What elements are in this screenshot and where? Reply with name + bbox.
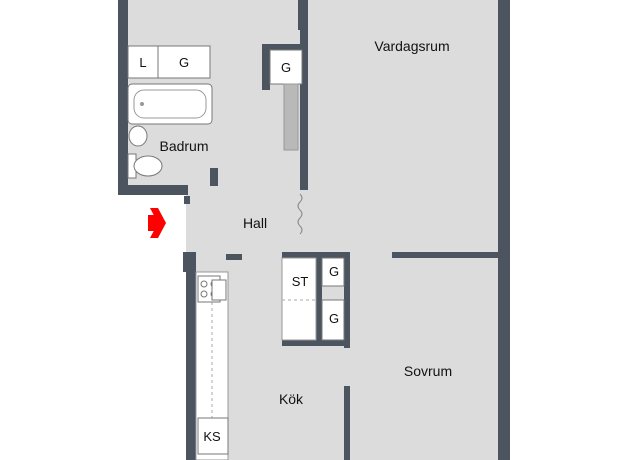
hall-closet-wall-top [262, 44, 302, 50]
kitchen-left-wall [186, 252, 196, 460]
bathroom-bottom-wall [118, 185, 188, 195]
hall-closet-wall-left [262, 44, 270, 90]
closet-lower [321, 299, 345, 341]
bath-closet [157, 45, 211, 79]
living-room-left-wall [300, 0, 308, 190]
radiator [283, 83, 299, 151]
fixture-label-closet-upper: G [329, 264, 339, 279]
stove-burner [200, 290, 208, 298]
fixture-label-storage: ST [292, 274, 309, 289]
stove-burner [200, 280, 208, 288]
room-label-kok: Kök [279, 391, 304, 407]
room-label-sovrum: Sovrum [404, 363, 452, 379]
hall-bottom-wall-left [226, 254, 242, 260]
hall-bottom-wall-mid [282, 252, 350, 258]
closet-back-wall [344, 258, 350, 348]
hall-closet [269, 49, 303, 85]
living-room-floor [304, 0, 500, 252]
room-label-hall: Hall [243, 215, 267, 231]
fixture-label-fridge-freezer: KS [203, 429, 221, 444]
bathtub-drain [140, 102, 144, 106]
bathroom-fixtures [127, 45, 213, 179]
sink [211, 279, 227, 301]
closet-bottom-wall [282, 340, 350, 346]
kitchen-left-wall-stub [183, 252, 189, 272]
bathroom-left-wall [118, 0, 128, 194]
closet-divider [316, 258, 322, 342]
bathroom-bottom-wall-right [210, 168, 218, 186]
living-bedroom-wall [392, 252, 500, 258]
entrance-stub [184, 196, 190, 204]
bedroom-floor [346, 252, 500, 460]
room-label-vardagsrum: Vardagsrum [374, 38, 449, 54]
washbasin [128, 125, 148, 147]
fridge-freezer [197, 417, 229, 455]
door-curtain [297, 193, 303, 235]
bathtub-inner [133, 89, 207, 119]
fixture-label-bath-closet: G [179, 55, 189, 70]
entrance-arrow-fill [148, 215, 166, 231]
walls [118, 0, 510, 460]
closet-upper [321, 257, 345, 287]
laundry-machine [127, 45, 159, 79]
hall-floor [186, 186, 304, 252]
toilet-bowl [133, 155, 163, 177]
fixture-label-laundry: L [139, 55, 146, 70]
storage-unit [281, 257, 317, 341]
fixture-label-hall-closet: G [281, 60, 291, 75]
fixture-label-closet-lower: G [329, 311, 339, 326]
living-room-right-wall [498, 0, 510, 460]
room-label-badrum: Badrum [159, 138, 208, 154]
kitchen-bedroom-wall [344, 386, 350, 460]
